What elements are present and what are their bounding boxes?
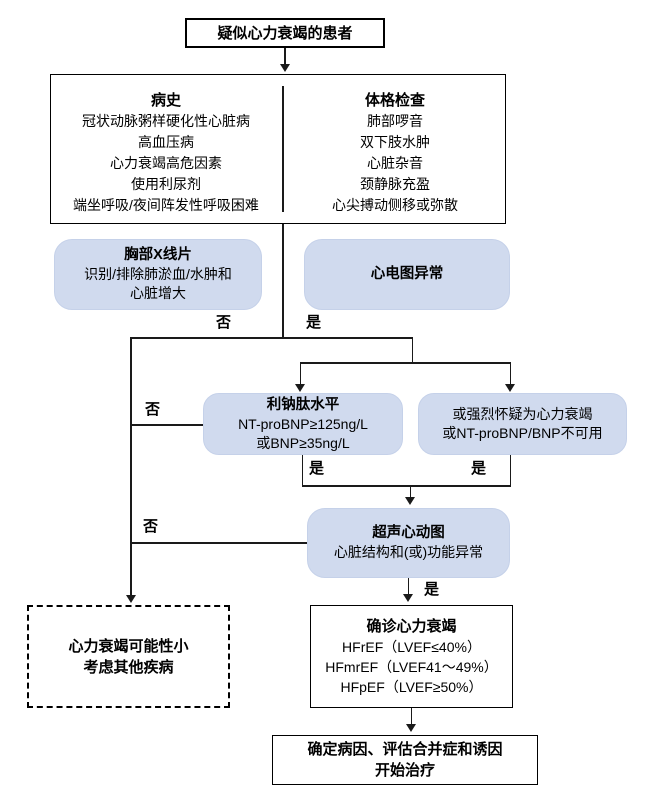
node-echocardiogram: 超声心动图 心脏结构和(或)功能异常 bbox=[307, 508, 510, 578]
xray-title: 胸部X线片 bbox=[124, 247, 192, 263]
arrowhead-into-unlikely bbox=[126, 595, 136, 603]
echo-title: 超声心动图 bbox=[372, 525, 445, 541]
arrowhead-into-echo bbox=[405, 497, 415, 505]
connector-no-rail bbox=[130, 337, 132, 595]
confirmed-title: 确诊心力衰竭 bbox=[366, 617, 457, 635]
connector-yes-drop bbox=[411, 337, 413, 362]
unlikely-line: 考虑其他疾病 bbox=[83, 658, 174, 676]
physical-item: 双下肢水肿 bbox=[360, 134, 430, 150]
history-title: 病史 bbox=[150, 92, 181, 109]
branch1-no-label: 否 bbox=[216, 314, 232, 331]
node-ecg-abnormal: 心电图异常 bbox=[304, 239, 510, 310]
connector-no2-horizontal bbox=[130, 424, 203, 426]
connector-start-down bbox=[284, 48, 286, 65]
arrowhead-into-suspicion bbox=[505, 384, 515, 392]
branch4-yes-label: 是 bbox=[471, 460, 487, 477]
node-hf-confirmed: 确诊心力衰竭 HFrEF（LVEF≤40%） HFmrEF（LVEF41～49%… bbox=[310, 605, 513, 708]
physical-title: 体格检查 bbox=[364, 92, 425, 109]
physical-item: 颈静脉充盈 bbox=[360, 176, 430, 192]
suspicion-line: 或强烈怀疑为心力衰竭 bbox=[452, 406, 593, 422]
history-item: 端坐呼吸/夜间阵发性呼吸困难 bbox=[73, 197, 259, 213]
branch5-no-label: 否 bbox=[143, 518, 159, 535]
connector-confirmed-down bbox=[410, 708, 412, 725]
natriuretic-title: 利钠肽水平 bbox=[266, 396, 340, 413]
branch1-yes-label: 是 bbox=[306, 314, 322, 331]
node-treatment: 确定病因、评估合并症和诱因 开始治疗 bbox=[272, 735, 538, 785]
unlikely-line: 心力衰竭可能性小 bbox=[68, 637, 189, 655]
assessment-divider bbox=[282, 86, 284, 212]
node-suspected-patient: 疑似心力衰竭的患者 bbox=[185, 18, 385, 48]
history-item: 高血压病 bbox=[138, 134, 194, 150]
connector-center-stem bbox=[282, 224, 284, 337]
physical-item: 心尖搏动侧移或弥散 bbox=[332, 197, 458, 213]
node-strong-suspicion: 或强烈怀疑为心力衰竭 或NT-proBNP/BNP不可用 bbox=[418, 393, 627, 455]
connector-yes-split bbox=[300, 362, 511, 364]
physical-column: 体格检查 肺部啰音 双下肢水肿 心脏杂音 颈静脉充盈 心尖搏动侧移或弥散 bbox=[288, 90, 502, 216]
natriuretic-line: 或BNP≥35ng/L bbox=[256, 434, 350, 451]
node-suspected-patient-label: 疑似心力衰竭的患者 bbox=[217, 24, 353, 42]
physical-item: 肺部啰音 bbox=[367, 113, 423, 129]
connector-branch1-horizontal bbox=[130, 337, 413, 339]
natriuretic-line: NT-proBNP≥125ng/L bbox=[238, 415, 368, 432]
branch3-yes-label: 是 bbox=[309, 460, 325, 477]
connector-echo-down bbox=[407, 578, 409, 595]
node-natriuretic-peptide: 利钠肽水平 NT-proBNP≥125ng/L 或BNP≥35ng/L bbox=[203, 393, 403, 455]
arrowhead-into-natriuretic bbox=[295, 384, 305, 392]
connector-to-suspicion bbox=[509, 362, 511, 385]
arrowhead-into-assessment bbox=[280, 64, 290, 72]
confirmed-line: HFrEF（LVEF≤40%） bbox=[342, 638, 481, 655]
history-item: 心力衰竭高危因素 bbox=[110, 155, 222, 171]
history-column: 病史 冠状动脉粥样硬化性心脏病 高血压病 心力衰竭高危因素 使用利尿剂 端坐呼吸… bbox=[55, 90, 277, 216]
ecg-label: 心电图异常 bbox=[370, 266, 444, 282]
history-item: 冠状动脉粥样硬化性心脏病 bbox=[82, 113, 250, 129]
confirmed-line: HFmrEF（LVEF41～49%） bbox=[325, 658, 498, 675]
connector-to-echo bbox=[409, 485, 411, 498]
xray-line: 心脏增大 bbox=[130, 285, 186, 301]
connector-yes-merge bbox=[301, 485, 511, 487]
connector-no3-horizontal bbox=[130, 542, 307, 544]
suspicion-line: 或NT-proBNP/BNP不可用 bbox=[442, 425, 603, 441]
arrowhead-into-confirmed bbox=[403, 594, 413, 602]
connector-to-natriuretic bbox=[299, 362, 301, 385]
node-assessment bbox=[50, 74, 506, 224]
treatment-line: 确定病因、评估合并症和诱因 bbox=[307, 741, 503, 758]
history-item: 使用利尿剂 bbox=[131, 176, 201, 192]
connector-suspicion-down bbox=[509, 455, 511, 485]
treatment-line: 开始治疗 bbox=[374, 762, 435, 779]
xray-line: 识别/排除肺淤血/水肿和 bbox=[84, 266, 232, 282]
node-hf-unlikely: 心力衰竭可能性小 考虑其他疾病 bbox=[27, 605, 230, 708]
echo-line: 心脏结构和(或)功能异常 bbox=[333, 544, 484, 560]
connector-natriuretic-down bbox=[301, 455, 303, 485]
branch6-yes-label: 是 bbox=[424, 581, 440, 598]
confirmed-line: HFpEF（LVEF≥50%） bbox=[340, 678, 483, 695]
arrowhead-into-treatment bbox=[406, 724, 416, 732]
node-chest-xray: 胸部X线片 识别/排除肺淤血/水肿和 心脏增大 bbox=[54, 239, 262, 310]
branch2-no-label: 否 bbox=[145, 401, 161, 418]
physical-item: 心脏杂音 bbox=[367, 155, 423, 171]
